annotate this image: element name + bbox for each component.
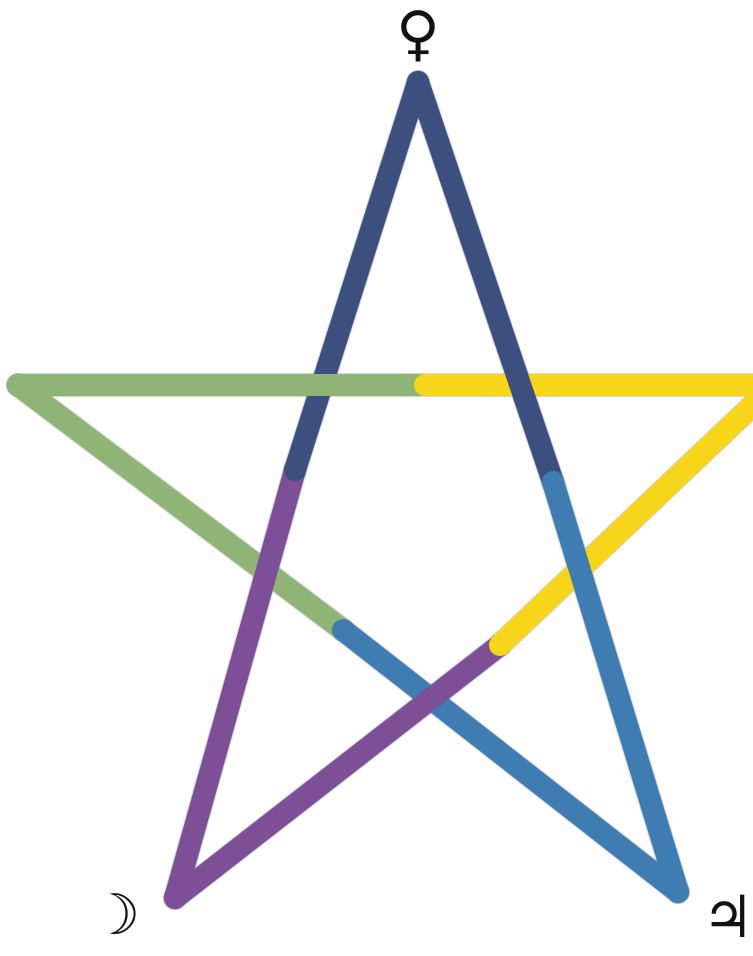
- band-indigo-left-upper: [295, 82, 418, 470]
- jupiter-symbol: ♃: [702, 888, 753, 946]
- venus-symbol: ♀: [396, 4, 440, 64]
- band-indigo-right-upper: [418, 82, 553, 482]
- moon-symbol: ☽: [90, 888, 140, 944]
